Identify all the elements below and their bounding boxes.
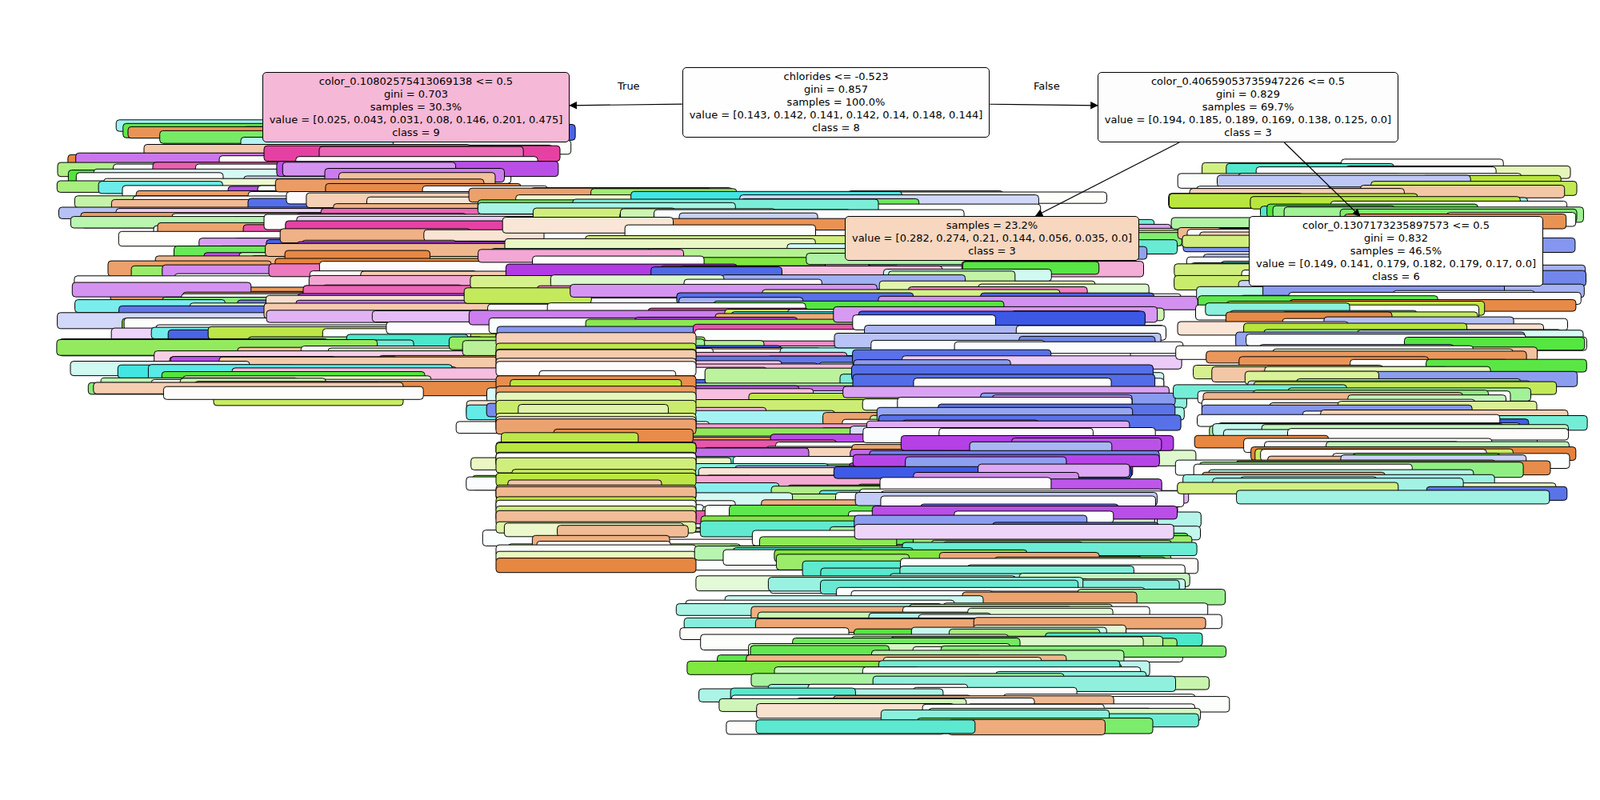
node-text: gini = 0.829 bbox=[1104, 88, 1392, 101]
node-text: color_0.1307173235897573 <= 0.5 bbox=[1256, 219, 1536, 232]
branch-label: True bbox=[616, 80, 642, 93]
tree-node: color_0.40659053735947226 <= 0.5gini = 0… bbox=[1097, 72, 1399, 143]
node-text: value = [0.194, 0.185, 0.189, 0.169, 0.1… bbox=[1104, 113, 1392, 127]
node-text: value = [0.282, 0.274, 0.21, 0.144, 0.05… bbox=[852, 232, 1132, 245]
node-text: class = 8 bbox=[689, 121, 984, 135]
node-text: color_0.10802575413069138 <= 0.5 bbox=[269, 75, 564, 88]
tree-edge bbox=[989, 104, 1098, 106]
node-text: value = [0.025, 0.043, 0.031, 0.08, 0.14… bbox=[269, 113, 564, 127]
node-text: samples = 30.3% bbox=[269, 100, 564, 114]
node-text: class = 3 bbox=[1104, 126, 1392, 140]
node-text: class = 3 bbox=[852, 244, 1132, 258]
branch-label: False bbox=[1032, 80, 1062, 93]
tree-node: chlorides <= -0.523gini = 0.857samples =… bbox=[682, 67, 991, 138]
hidden-tree-node bbox=[756, 720, 976, 734]
node-text: samples = 46.5% bbox=[1256, 244, 1536, 258]
node-text: class = 9 bbox=[269, 126, 564, 140]
node-text: chlorides <= -0.523 bbox=[689, 70, 984, 84]
tree-node: color_0.10802575413069138 <= 0.5gini = 0… bbox=[262, 72, 571, 143]
tree-edge bbox=[569, 104, 682, 106]
tree-node: color_0.1307173235897573 <= 0.5gini = 0.… bbox=[1248, 216, 1544, 287]
node-text: value = [0.143, 0.142, 0.141, 0.142, 0.1… bbox=[689, 108, 984, 122]
tree-edge bbox=[1284, 142, 1360, 216]
node-text: value = [0.149, 0.141, 0.179, 0.182, 0.1… bbox=[1256, 257, 1536, 271]
tree-node: samples = 23.2%value = [0.282, 0.274, 0.… bbox=[844, 216, 1140, 261]
node-text: gini = 0.857 bbox=[689, 83, 984, 96]
hidden-tree-node bbox=[496, 558, 696, 573]
node-text: color_0.40659053735947226 <= 0.5 bbox=[1104, 75, 1392, 88]
node-text: gini = 0.703 bbox=[269, 88, 564, 101]
node-text: gini = 0.832 bbox=[1256, 232, 1536, 245]
node-text: class = 6 bbox=[1256, 270, 1536, 284]
node-text: samples = 69.7% bbox=[1104, 100, 1392, 114]
hidden-tree-node bbox=[854, 524, 1174, 540]
node-text: samples = 100.0% bbox=[689, 96, 984, 109]
tree-edge bbox=[1036, 142, 1180, 216]
hidden-tree-node bbox=[1236, 490, 1550, 504]
node-text: samples = 23.2% bbox=[852, 219, 1132, 232]
hidden-tree-node bbox=[163, 386, 424, 400]
